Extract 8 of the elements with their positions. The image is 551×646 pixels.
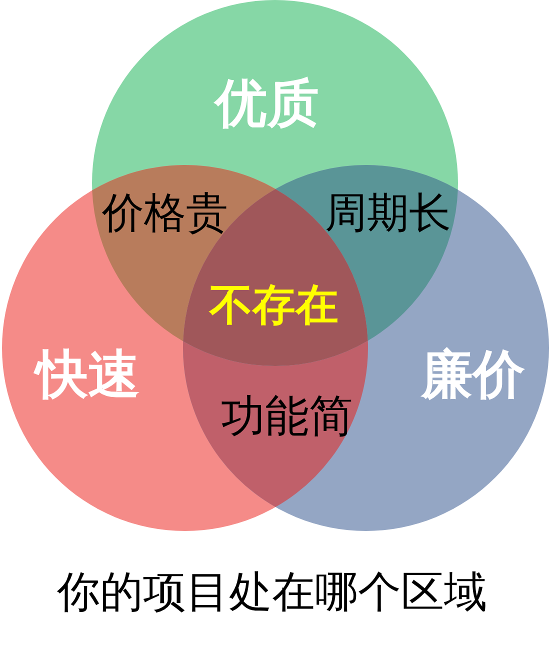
- set-label: 快速: [36, 349, 140, 401]
- caption: 你的项目处在哪个区域: [57, 572, 487, 614]
- overlap-label: 功能简: [221, 395, 353, 439]
- overlap-label: 不存在: [210, 284, 338, 328]
- overlap-label: 价格贵: [102, 192, 228, 234]
- set-label: 优质: [215, 78, 319, 130]
- overlap-label: 周期长: [325, 192, 451, 234]
- set-label: 廉价: [421, 349, 525, 401]
